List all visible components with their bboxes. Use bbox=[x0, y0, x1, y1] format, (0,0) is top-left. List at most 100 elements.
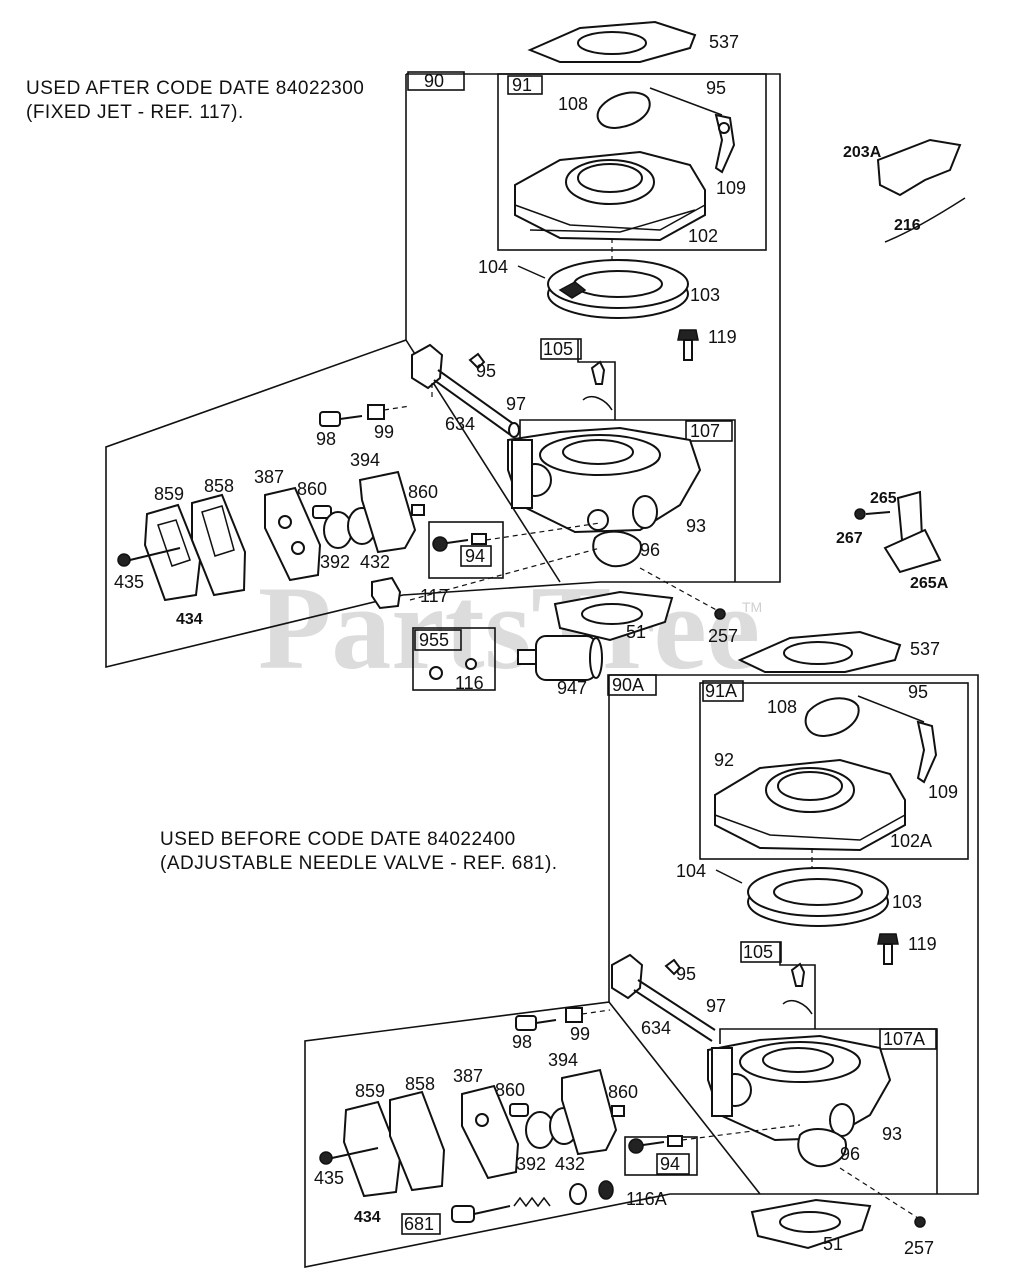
label-392: 392 bbox=[320, 552, 350, 572]
box-label-94: 94 bbox=[465, 546, 485, 566]
label-103: 103 bbox=[690, 285, 720, 305]
label-95-shaft: 95 bbox=[476, 361, 496, 381]
screw-119 bbox=[677, 329, 699, 361]
box-label-681: 681 bbox=[404, 1214, 434, 1234]
label-96: 96 bbox=[640, 540, 660, 560]
label-432-lower: 432 bbox=[555, 1154, 585, 1174]
label-119-lower: 119 bbox=[908, 934, 937, 954]
note-before-line2: (ADJUSTABLE NEEDLE VALVE - REF. 681). bbox=[160, 853, 558, 874]
screw-257-lower bbox=[914, 1216, 926, 1228]
float-needle-105 bbox=[582, 360, 613, 411]
label-95: 95 bbox=[706, 78, 726, 98]
float-103 bbox=[547, 259, 689, 319]
spring-99 bbox=[367, 404, 411, 420]
screw-435 bbox=[117, 547, 181, 567]
label-394: 394 bbox=[350, 450, 380, 470]
screw-94 bbox=[432, 533, 487, 552]
screw-94-lower bbox=[628, 1135, 683, 1154]
pin-104 bbox=[517, 265, 546, 279]
float-needle-105-lower bbox=[782, 962, 813, 1015]
box-label-91a: 91A bbox=[705, 681, 737, 701]
label-860-lower: 860 bbox=[495, 1080, 525, 1100]
label-99: 99 bbox=[374, 422, 394, 442]
label-257: 257 bbox=[708, 626, 738, 646]
label-51: 51 bbox=[626, 622, 646, 642]
label-108-lower: 108 bbox=[767, 697, 797, 717]
screw-435-lower bbox=[319, 1147, 379, 1165]
box-label-91: 91 bbox=[512, 75, 532, 95]
gasket-51-lower bbox=[750, 1198, 872, 1250]
gasket-859 bbox=[143, 503, 202, 602]
throttle-shaft-97 bbox=[411, 343, 520, 438]
plate-387 bbox=[264, 486, 322, 582]
label-203a: 203A bbox=[843, 144, 882, 161]
box-label-90a: 90A bbox=[612, 675, 644, 695]
screw-98 bbox=[319, 411, 363, 427]
box-label-955: 955 bbox=[419, 630, 449, 650]
label-97-lower: 97 bbox=[706, 996, 726, 1016]
choke-plate-108 bbox=[596, 87, 736, 174]
label-394-lower: 394 bbox=[548, 1050, 578, 1070]
box-label-107a: 107A bbox=[883, 1029, 925, 1049]
label-51-lower: 51 bbox=[823, 1234, 843, 1254]
label-116a: 116A bbox=[626, 1189, 667, 1209]
label-93: 93 bbox=[686, 516, 706, 536]
throttle-plate-96 bbox=[592, 530, 642, 568]
label-257-lower: 257 bbox=[904, 1238, 934, 1258]
carburetor-lower-body-lower bbox=[707, 1034, 892, 1142]
box-label-105: 105 bbox=[543, 339, 573, 359]
label-432: 432 bbox=[360, 552, 390, 572]
bracket-265 bbox=[854, 490, 942, 574]
plate-387-lower bbox=[461, 1084, 520, 1180]
label-102a: 102A bbox=[890, 831, 932, 851]
label-387-lower: 387 bbox=[453, 1066, 483, 1086]
label-95-shaft-lower: 95 bbox=[676, 964, 696, 984]
box-label-105-lower: 105 bbox=[743, 942, 773, 962]
carburetor-upper-body-lower bbox=[714, 758, 906, 852]
label-634: 634 bbox=[445, 414, 475, 434]
screw-119-lower bbox=[877, 933, 899, 965]
label-216: 216 bbox=[894, 217, 921, 234]
label-119: 119 bbox=[708, 327, 737, 347]
label-96-lower: 96 bbox=[840, 1144, 860, 1164]
label-93-lower: 93 bbox=[882, 1124, 902, 1144]
label-392-lower: 392 bbox=[516, 1154, 546, 1174]
note-after-line2: (FIXED JET - REF. 117). bbox=[26, 102, 244, 123]
label-117: 117 bbox=[420, 586, 449, 606]
throttle-plate-96-lower bbox=[797, 1128, 847, 1168]
note-after-line1: USED AFTER CODE DATE 84022300 bbox=[26, 78, 364, 99]
gasket-51-upper bbox=[553, 590, 674, 642]
label-98: 98 bbox=[316, 429, 336, 449]
carburetor-lower-body bbox=[507, 426, 702, 534]
label-267: 267 bbox=[836, 530, 863, 547]
pin-104-lower bbox=[715, 869, 743, 884]
label-537-lower: 537 bbox=[910, 639, 940, 659]
gasket-537-upper bbox=[527, 20, 697, 63]
gasket-537-lower bbox=[737, 630, 902, 673]
label-92: 92 bbox=[714, 750, 734, 770]
gasket-858-lower bbox=[389, 1090, 446, 1192]
label-860: 860 bbox=[297, 479, 327, 499]
gasket-858 bbox=[191, 493, 247, 597]
label-104-lower: 104 bbox=[676, 861, 706, 881]
float-103-lower bbox=[747, 867, 889, 927]
label-858-lower: 858 bbox=[405, 1074, 435, 1094]
label-98-lower: 98 bbox=[512, 1032, 532, 1052]
plug-955 bbox=[429, 666, 443, 680]
label-265: 265 bbox=[870, 490, 897, 507]
lower-assembly-frame bbox=[304, 674, 979, 1268]
label-103-lower: 103 bbox=[892, 892, 922, 912]
jet-117 bbox=[371, 576, 402, 610]
label-859-lower: 859 bbox=[355, 1081, 385, 1101]
label-102: 102 bbox=[688, 226, 718, 246]
label-858: 858 bbox=[204, 476, 234, 496]
label-947: 947 bbox=[557, 678, 587, 698]
washer-116 bbox=[465, 658, 477, 670]
label-434-lower: 434 bbox=[354, 1209, 381, 1226]
spring-860b bbox=[411, 504, 425, 516]
label-97: 97 bbox=[506, 394, 526, 414]
box-label-94-lower: 94 bbox=[660, 1154, 680, 1174]
note-before-line1: USED BEFORE CODE DATE 84022400 bbox=[160, 829, 516, 850]
label-116: 116 bbox=[455, 673, 484, 693]
diaphragm-394 bbox=[358, 470, 417, 554]
